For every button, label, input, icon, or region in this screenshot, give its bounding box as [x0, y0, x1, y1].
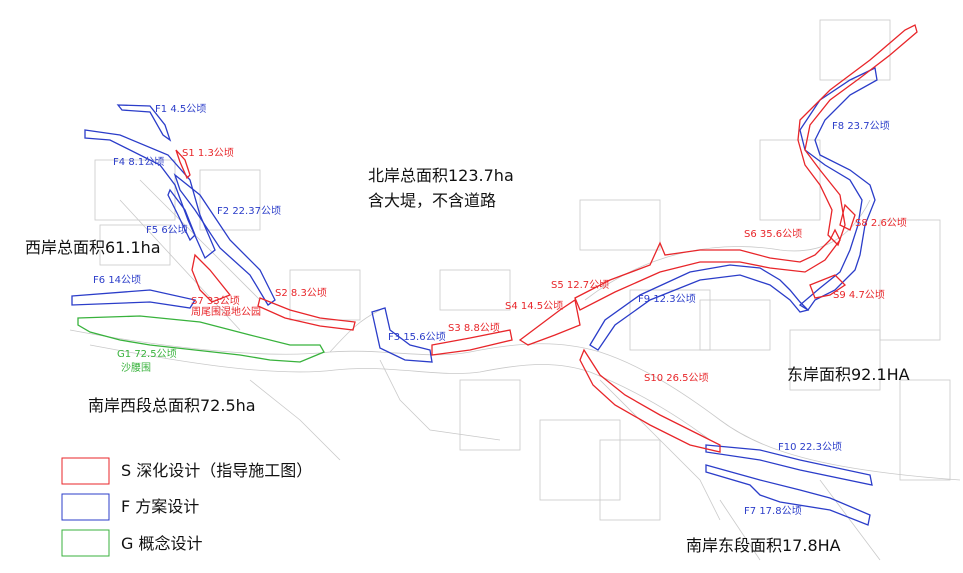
label-s5: S5 12.7公顷	[551, 279, 609, 291]
west-summary: 西岸总面积61.1ha	[25, 238, 161, 257]
label-s4: S4 14.5公顷	[505, 300, 563, 312]
legend-swatch-s	[61, 457, 110, 485]
legend-swatch-f	[61, 493, 110, 521]
label-f3: F3 15.6公顷	[388, 331, 446, 343]
label-g1: G1 72.5公顷	[117, 348, 177, 360]
parcel-s10	[579, 348, 721, 453]
east-summary: 东岸面积92.1HA	[787, 365, 910, 384]
parcel-s4	[518, 298, 581, 346]
label-f5: F5 6公顷	[146, 224, 188, 236]
parcel-s9	[809, 274, 847, 299]
north-summary: 北岸总面积123.7ha	[368, 166, 514, 185]
south-west-summary: 南岸西段总面积72.5ha	[88, 396, 256, 415]
parcel-s6	[797, 24, 918, 247]
parcel-s1	[175, 149, 191, 180]
legend: S 深化设计（指导施工图） F 方案设计 G 概念设计	[61, 457, 312, 557]
label-s7: S7 33公顷	[191, 295, 240, 307]
label-s6: S6 35.6公顷	[744, 228, 802, 240]
label-s9: S9 4.7公顷	[833, 289, 885, 301]
label-f7: F7 17.8公顷	[744, 505, 802, 517]
legend-label-g: G 概念设计	[121, 534, 203, 553]
label-f6: F6 14公顷	[93, 274, 141, 286]
g-parcels	[77, 315, 325, 363]
label-f4: F4 8.1公顷	[113, 156, 164, 168]
parcel-f6	[71, 289, 197, 309]
label-f8: F8 23.7公顷	[832, 120, 890, 132]
label-s8: S8 2.6公顷	[855, 217, 907, 229]
label-f1: F1 4.5公顷	[155, 103, 206, 115]
parcel-f3	[371, 307, 433, 363]
label-s1: S1 1.3公顷	[182, 147, 234, 159]
parcel-s8	[839, 203, 856, 231]
legend-swatch-g	[61, 529, 110, 557]
f-parcels	[71, 67, 878, 526]
north-summary-note: 含大堤，不含道路	[368, 191, 496, 210]
s-parcels	[175, 24, 918, 453]
area-summaries: 北岸总面积123.7ha 含大堤，不含道路 西岸总面积61.1ha 南岸西段总面…	[25, 166, 910, 555]
label-s10: S10 26.5公顷	[644, 372, 709, 384]
legend-label-s: S 深化设计（指导施工图）	[121, 461, 312, 480]
parcel-f9	[589, 264, 810, 351]
label-s7-note: 周尾围湿地公园	[191, 305, 261, 318]
label-s3: S3 8.8公顷	[448, 322, 500, 334]
south-east-summary: 南岸东段面积17.8HA	[686, 536, 841, 555]
parcel-s3	[431, 329, 513, 356]
parcel-s2	[257, 297, 356, 331]
parcel-f10	[705, 444, 873, 486]
parcel-f2	[173, 173, 276, 306]
legend-label-f: F 方案设计	[121, 497, 199, 516]
parcel-labels: F1 4.5公顷 S1 1.3公顷 F4 8.1公顷 F2 22.37公顷 F5…	[93, 103, 907, 517]
label-f9: F9 12.3公顷	[638, 293, 696, 305]
label-f10: F10 22.3公顷	[778, 441, 842, 453]
parcel-f1	[116, 104, 172, 142]
label-f2: F2 22.37公顷	[217, 205, 281, 217]
label-s2: S2 8.3公顷	[275, 287, 327, 299]
parcel-g1	[77, 315, 325, 363]
parcel-f7	[705, 464, 871, 526]
parcel-s5	[574, 228, 841, 311]
parcel-f5	[167, 188, 196, 242]
basemap	[69, 19, 961, 561]
label-g1-note: 沙腰围	[121, 362, 151, 374]
parcel-s7	[191, 253, 232, 303]
parcel-f8	[798, 67, 878, 311]
parcel-f4	[84, 129, 216, 260]
